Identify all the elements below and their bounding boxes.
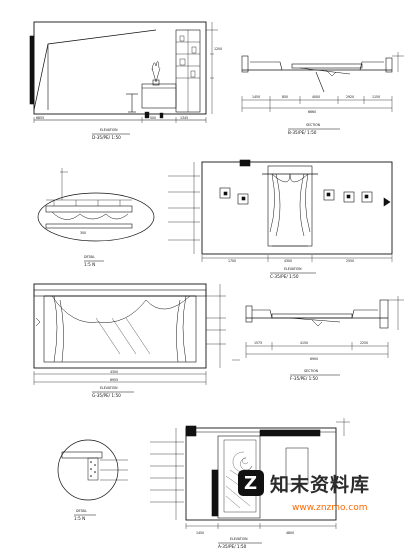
section-b-dim: 1150 (372, 95, 380, 99)
elevation-h-title: A-35/PE/ 1:50 (218, 544, 247, 549)
section-b-dim: 1450 (252, 95, 260, 99)
section-b: 1450 850 4000 2920 1150 6660 SECTION B-3… (241, 52, 404, 135)
section-f-dim: 6900 (310, 357, 318, 361)
detail-g-caption: DETAIL (76, 509, 87, 513)
watermark-url: www.znzmo.com (292, 503, 367, 513)
section-b-dim: 2920 (346, 95, 354, 99)
section-f-dim: 1575 (254, 341, 262, 345)
elevation-e-title: G-35/PE/ 1:50 (92, 393, 121, 398)
elevation-e-dim: 6955 (110, 378, 118, 382)
elevation-d: 1700 4300 2550 ELEVATION C-35/PE/ 1:50 (168, 159, 393, 279)
elevation-a: 6855 500 1345 1200 ELEVATION D-35/PE/ 1:… (29, 21, 222, 140)
section-b-title: B-35/PE/ 1:50 (288, 130, 317, 135)
section-b-caption: SECTION (306, 123, 321, 127)
znzmo-logo-icon (238, 470, 264, 496)
section-b-dim: 6660 (308, 110, 316, 114)
elevation-h: 1450 4800 ELEVATION A-35/PE/ 1:50 (150, 418, 350, 549)
elevation-a-dim: 6855 (36, 116, 44, 120)
detail-c-caption: DETAIL (84, 255, 95, 259)
elevation-d-dim: 4300 (284, 259, 292, 263)
elevation-d-caption: ELEVATION (284, 267, 302, 271)
detail-g-title: 1:5 N (74, 516, 85, 521)
section-f: 1575 4150 2250 6900 SECTION F-35/PE/ 1:5… (232, 296, 404, 381)
elevation-e-dim: 4300 (110, 370, 118, 374)
detail-c: 300 DETAIL 1:5 N (37, 168, 155, 267)
elevation-d-dim: 1700 (228, 259, 236, 263)
section-b-dim: 4000 (312, 95, 320, 99)
detail-g: DETAIL 1:5 N (57, 439, 128, 521)
section-f-dim: 4150 (300, 341, 308, 345)
section-f-dim: 2250 (360, 341, 368, 345)
elevation-a-dim: 500 (150, 116, 156, 120)
elevation-h-caption: ELEVATION (230, 537, 248, 541)
watermark: Z 知末资料库 www.znzmo.com (238, 470, 370, 513)
detail-c-dim: 300 (80, 231, 86, 235)
section-b-dim: 850 (282, 95, 288, 99)
logo-letter: Z (244, 473, 257, 494)
elevation-a-title: D-35/PE/ 1:50 (92, 135, 121, 140)
elevation-h-dim: 1450 (196, 531, 204, 535)
section-f-caption: SECTION (304, 369, 319, 373)
section-f-title: F-35/PE/ 1:50 (290, 376, 318, 381)
watermark-brand: 知末资料库 (270, 473, 370, 496)
elevation-e: 4300 6955 ELEVATION G-35/PE/ 1:50 (33, 283, 226, 398)
elevation-d-title: C-35/PE/ 1:50 (270, 274, 299, 279)
elevation-e-caption: ELEVATION (100, 386, 118, 390)
elevation-a-dim: 1345 (180, 116, 188, 120)
elevation-a-dim: 1200 (214, 47, 222, 51)
elevation-d-dim: 2550 (346, 259, 354, 263)
elevation-h-dim: 4800 (286, 531, 294, 535)
detail-c-title: 1:5 N (84, 262, 95, 267)
elevation-a-caption: ELEVATION (100, 128, 118, 132)
